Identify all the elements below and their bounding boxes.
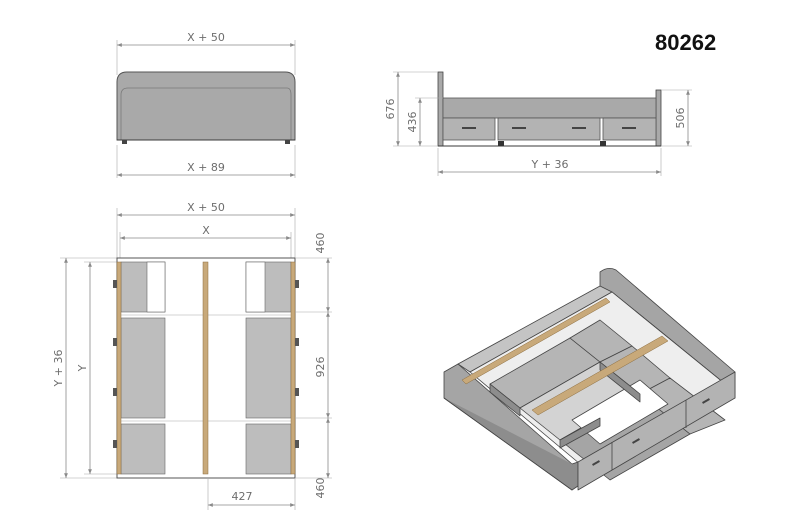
top-right-compartments xyxy=(245,261,292,475)
half-width-label: 427 xyxy=(232,490,253,503)
top-outer-length-label: Y + 36 xyxy=(52,350,65,388)
side-length-label: Y + 36 xyxy=(531,158,569,171)
front-view: X + 50 X + 89 xyxy=(116,31,296,178)
side-rail xyxy=(442,97,657,119)
top-outer-width-label: X + 50 xyxy=(187,201,225,214)
iso-slat-left xyxy=(461,297,611,385)
bottom-section-label: 460 xyxy=(314,478,327,499)
side-headboard-height-label: 436 xyxy=(406,112,419,133)
top-inner-length-label: Y xyxy=(76,364,89,372)
wood-slat-right xyxy=(290,261,296,475)
front-top-width-label: X + 50 xyxy=(187,31,225,44)
iso-slat-center xyxy=(531,335,669,416)
front-bottom-width-label: X + 89 xyxy=(187,161,225,174)
top-inner-width-label: X xyxy=(202,224,210,237)
model-code: 80262 xyxy=(655,30,716,55)
top-left-compartments xyxy=(120,261,166,475)
top-section-label: 460 xyxy=(314,233,327,254)
side-footboard-height-label: 506 xyxy=(674,108,687,129)
side-footboard xyxy=(655,89,662,147)
wood-slat-left xyxy=(116,261,122,475)
side-view: 676 436 506 Y + 36 xyxy=(384,71,692,176)
side-drawers xyxy=(442,117,657,141)
wood-slat-center xyxy=(202,261,209,475)
top-view: X + 50 X Y + 36 Y xyxy=(52,201,332,510)
front-headboard xyxy=(116,71,296,141)
isometric-view xyxy=(443,268,736,491)
middle-section-label: 926 xyxy=(314,357,327,378)
side-headboard xyxy=(437,71,444,147)
side-total-height-label: 676 xyxy=(384,99,397,120)
